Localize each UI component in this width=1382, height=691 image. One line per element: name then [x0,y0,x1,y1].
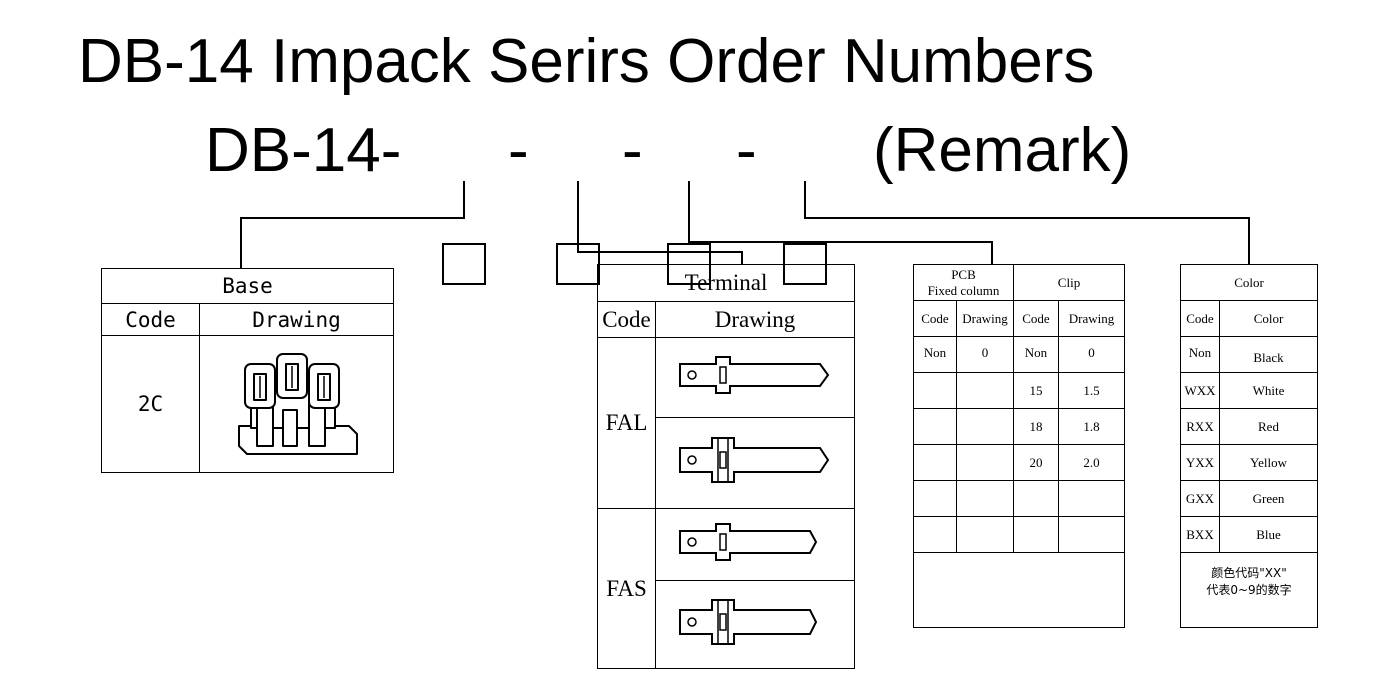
terminal-header-code: Code [597,301,656,338]
clip-title: Clip [1013,264,1125,301]
color-header-color: Color [1219,300,1318,337]
terminal-header-drawing: Drawing [655,301,855,338]
page-title: DB-14 Impack Serirs Order Numbers [78,27,1095,96]
table-cell [913,444,957,481]
fal-terminal-drawing [679,437,830,483]
table-cell: 20 [1013,444,1059,481]
table-cell: 0 [1058,336,1125,373]
table-cell [1058,480,1125,517]
table-cell: Green [1219,480,1318,517]
terminal-drawing [655,508,855,581]
order-code-prefix: DB-14- [205,116,402,185]
table-cell [1013,480,1059,517]
connector-pcb-clip [688,181,993,264]
table-cell [956,480,1014,517]
table-cell [1013,516,1059,553]
table-cell [913,516,957,553]
color-note-line2: 代表0~9的数字 [1206,583,1292,597]
base-header-drawing: Drawing [199,303,394,336]
table-cell: Black [1219,336,1318,373]
order-code-separator: - [508,116,529,185]
terminal-drawing [655,337,855,418]
table-cell [1058,516,1125,553]
fas-terminal-drawing [679,598,818,645]
table-cell: Non [1180,336,1220,373]
table-cell [913,372,957,409]
table-cell: Non [1013,336,1059,373]
pcb-header-code: Code [913,300,957,337]
pcb-title-line1: PCB [951,266,976,282]
pcb-title: PCB Fixed column [913,264,1014,301]
color-code-note: 颜色代码"XX" 代表0~9的数字 [1180,552,1318,628]
base-2c-drawing [237,352,358,455]
pcb-clip-table: PCB Fixed column Clip Code Drawing Code … [913,264,1125,628]
terminal-code-fal: FAL [597,337,656,509]
table-cell: Yellow [1219,444,1318,481]
table-cell: 2.0 [1058,444,1125,481]
pcb-title-line2: Fixed column [927,282,1000,298]
table-cell: BXX [1180,516,1220,553]
table-cell [913,480,957,517]
table-cell: 0 [956,336,1014,373]
table-cell: GXX [1180,480,1220,517]
base-table: Base Code Drawing 2C [101,268,394,473]
order-code-remark: (Remark) [873,116,1132,185]
base-table-title: Base [101,268,394,304]
table-cell: 1.5 [1058,372,1125,409]
clip-header-drawing: Drawing [1058,300,1125,337]
table-cell [956,516,1014,553]
connector-base [240,181,465,268]
pcb-empty-area [913,552,1125,628]
table-cell: White [1219,372,1318,409]
color-header-code: Code [1180,300,1220,337]
pcb-header-drawing: Drawing [956,300,1014,337]
base-code-2c: 2C [101,335,200,473]
connector-terminal [577,181,743,264]
fas-terminal-drawing [679,522,818,561]
color-table-title: Color [1180,264,1318,301]
terminal-drawing [655,580,855,669]
order-code-separator: - [736,116,757,185]
table-cell: RXX [1180,408,1220,445]
table-cell [956,444,1014,481]
terminal-table: Terminal Code Drawing FAL FAS [597,264,855,669]
table-cell: WXX [1180,372,1220,409]
color-note-line1: 颜色代码"XX" [1211,566,1287,580]
base-header-code: Code [101,303,200,336]
code-box-base [442,243,486,285]
table-cell: 1.8 [1058,408,1125,445]
table-cell: YXX [1180,444,1220,481]
color-table: Color Code Color Non Black WXX White RXX… [1180,264,1318,628]
table-cell: Non [913,336,957,373]
terminal-drawing [655,417,855,509]
table-cell: 18 [1013,408,1059,445]
base-drawing [199,335,394,473]
fal-terminal-drawing [679,355,830,394]
order-code-separator: - [622,116,643,185]
clip-header-code: Code [1013,300,1059,337]
table-cell [913,408,957,445]
table-cell [956,408,1014,445]
table-cell: Blue [1219,516,1318,553]
table-cell: 15 [1013,372,1059,409]
connector-color [804,181,1250,264]
table-cell: Red [1219,408,1318,445]
terminal-table-title: Terminal [597,264,855,302]
table-cell [956,372,1014,409]
terminal-code-fas: FAS [597,508,656,669]
